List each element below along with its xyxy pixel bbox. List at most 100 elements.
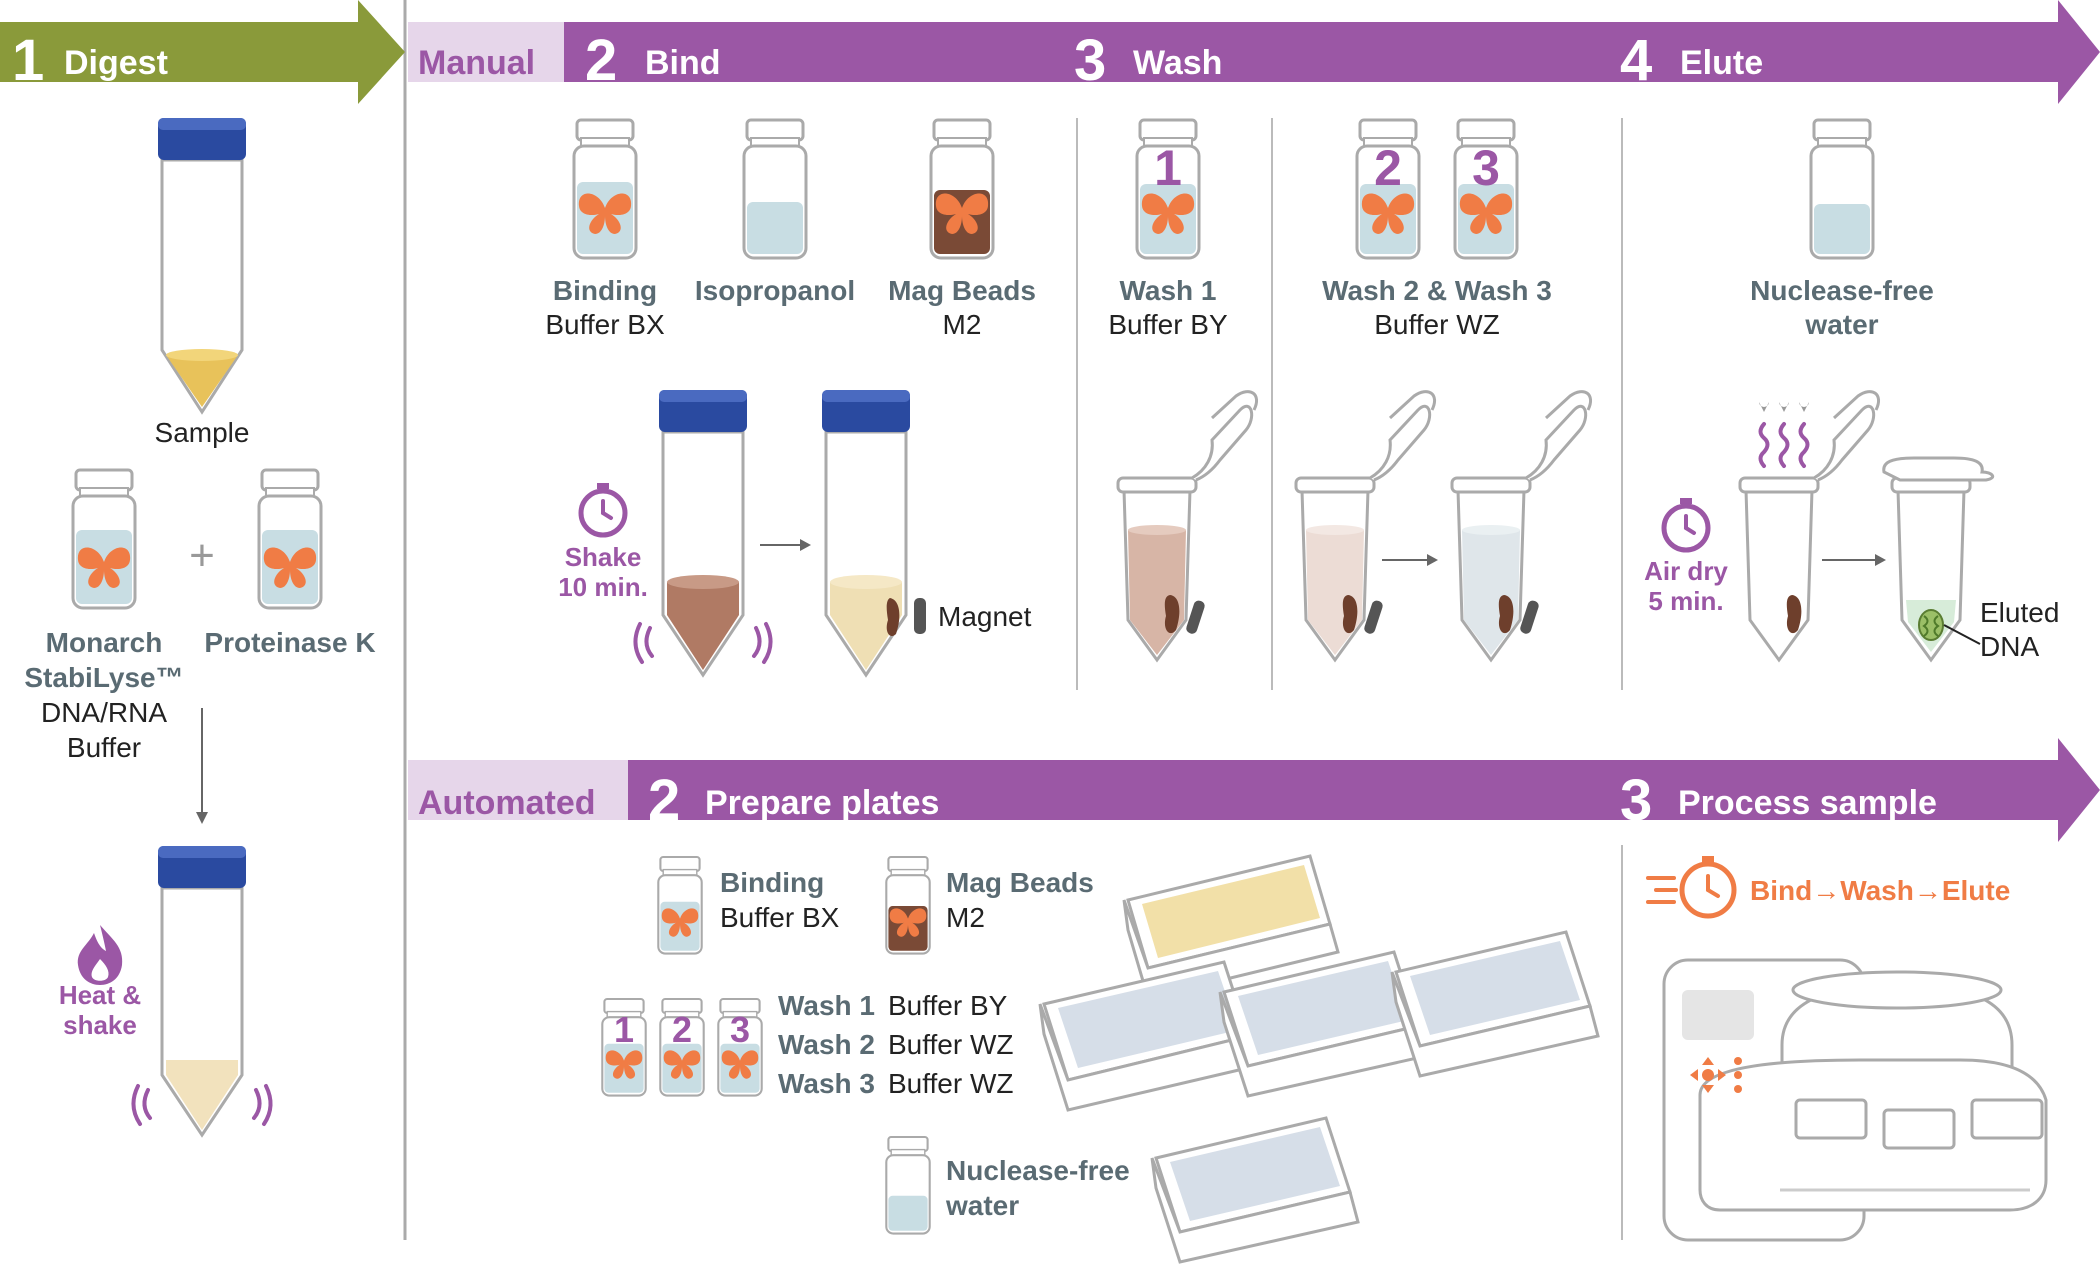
wash2-vial (1355, 118, 1421, 260)
air-dry-label-1: Air dry (1644, 556, 1728, 586)
wash2-magnet (1364, 600, 1383, 634)
automated-instrument (1662, 958, 2048, 1242)
magnet-bar (914, 598, 926, 634)
buffer-label-line2: StabiLyse™ (24, 662, 183, 693)
prepare-step-label: Prepare plates (705, 784, 939, 822)
wash2-vial-number: 2 (1374, 140, 1402, 196)
digest-banner: 1 Digest (0, 0, 405, 104)
evaporation-icon (1758, 402, 1810, 468)
mag-beads-vial (929, 118, 995, 260)
auto-wash1-vial (601, 997, 647, 1097)
auto-wash2-name: Wash 2 (778, 1029, 875, 1060)
wash3-vial (1453, 118, 1519, 260)
auto-wash3-vial (717, 997, 763, 1097)
auto-wash2-buffer: Buffer WZ (888, 1029, 1014, 1060)
control-pad-icon (1690, 1057, 1742, 1093)
auto-wash3-buffer: Buffer WZ (888, 1068, 1014, 1099)
fast-timer-icon (1646, 856, 1737, 919)
process-step-number: 3 (1620, 768, 1652, 833)
stabilyse-buffer-vial (71, 468, 137, 610)
wash3-magnet (1520, 600, 1539, 634)
wash23-label-1: Wash 2 & Wash 3 (1322, 275, 1552, 306)
wash-step-number: 3 (1074, 28, 1106, 93)
auto-mag-beads-vial (885, 855, 931, 955)
process-step-label: Process sample (1678, 784, 1937, 822)
wash1-magnet (1186, 600, 1205, 634)
wash-step-label: Wash (1133, 44, 1222, 82)
eluted-dna-label-1: Eluted (1980, 597, 2059, 628)
auto-wash3-number: 3 (730, 1009, 750, 1050)
shake-label-2: 10 min. (558, 572, 648, 602)
auto-wash2-vial (659, 997, 705, 1097)
auto-wash1-buffer: Buffer BY (888, 990, 1008, 1021)
isopropanol-vial (742, 118, 808, 260)
magnet-tube (822, 390, 910, 678)
wash1-label-2: Buffer BY (1108, 309, 1228, 340)
shake-stopwatch-icon (581, 483, 625, 535)
bind-step-label: Bind (645, 44, 721, 82)
wash2-microtube (1294, 390, 1437, 663)
bind-wash-elute-label: Bind→Wash→Elute (1750, 875, 2010, 906)
plate-elution (1150, 1116, 1360, 1264)
wash3-microtube (1450, 390, 1593, 663)
wash23-label-2: Buffer WZ (1374, 309, 1500, 340)
auto-water-label-2: water (945, 1190, 1019, 1221)
wash1-vial (1135, 118, 1201, 260)
auto-wash2-number: 2 (672, 1009, 692, 1050)
shaking-tube (633, 390, 773, 678)
auto-binding-label-1: Binding (720, 867, 824, 898)
wash1-label-1: Wash 1 (1120, 275, 1217, 306)
buffer-label-line4: Buffer (67, 732, 141, 763)
auto-binding-buffer-vial (657, 855, 703, 955)
wash-arrow (1382, 554, 1438, 566)
auto-mag-label-1: Mag Beads (946, 867, 1094, 898)
elute-step-label: Elute (1680, 44, 1763, 82)
air-dry-label-2: 5 min. (1648, 586, 1723, 616)
heat-shake-line1: Heat & (59, 980, 141, 1010)
eluted-dna-label-2: DNA (1980, 631, 2039, 662)
auto-wash1-name: Wash 1 (778, 990, 875, 1021)
sample-tube (158, 118, 246, 415)
elute-water-label-1: Nuclease-free (1750, 275, 1934, 306)
bind-arrow (760, 539, 811, 551)
plate-wash1 (1038, 960, 1258, 1112)
binding-buffer-label-2: Buffer BX (545, 309, 665, 340)
eluted-dna-microtube (1882, 456, 1995, 663)
auto-wash1-number: 1 (614, 1009, 634, 1050)
auto-water-vial (885, 1135, 931, 1235)
air-dry-microtube (1738, 390, 1881, 663)
automated-banner: Automated 2 Prepare plates 3 Process sam… (408, 738, 2100, 842)
digested-sample-tube (131, 846, 273, 1138)
shake-label-1: Shake (565, 542, 642, 572)
plate-wash3 (1390, 930, 1600, 1078)
proteinase-k-label: Proteinase K (204, 627, 375, 658)
magnet-label: Magnet (938, 601, 1032, 632)
plus-sign: + (189, 531, 215, 580)
buffer-label-line3: DNA/RNA (41, 697, 167, 728)
proteinase-k-vial (257, 468, 323, 610)
auto-binding-label-2: Buffer BX (720, 902, 840, 933)
auto-mag-label-2: M2 (946, 902, 985, 933)
mag-beads-label-1: Mag Beads (888, 275, 1036, 306)
bind-step-number: 2 (585, 28, 617, 93)
prepare-step-number: 2 (648, 768, 680, 833)
manual-label: Manual (418, 44, 535, 82)
isopropanol-label: Isopropanol (695, 275, 855, 306)
mag-beads-label-2: M2 (943, 309, 982, 340)
wash3-vial-number: 3 (1472, 140, 1500, 196)
auto-wash3-name: Wash 3 (778, 1068, 875, 1099)
digest-step-label: Digest (64, 44, 168, 82)
air-dry-stopwatch-icon (1664, 498, 1708, 550)
wash1-microtube (1116, 390, 1259, 663)
sample-label: Sample (155, 417, 250, 448)
eluted-dna-leader (1943, 624, 1981, 645)
binding-buffer-vial (572, 118, 638, 260)
flame-icon (77, 925, 123, 985)
wash1-vial-number: 1 (1154, 140, 1182, 196)
elute-water-label-2: water (1804, 309, 1878, 340)
automated-label: Automated (418, 784, 596, 822)
digest-down-arrow (196, 708, 208, 824)
nuclease-free-water-vial (1809, 118, 1875, 260)
elute-arrow (1822, 554, 1886, 566)
